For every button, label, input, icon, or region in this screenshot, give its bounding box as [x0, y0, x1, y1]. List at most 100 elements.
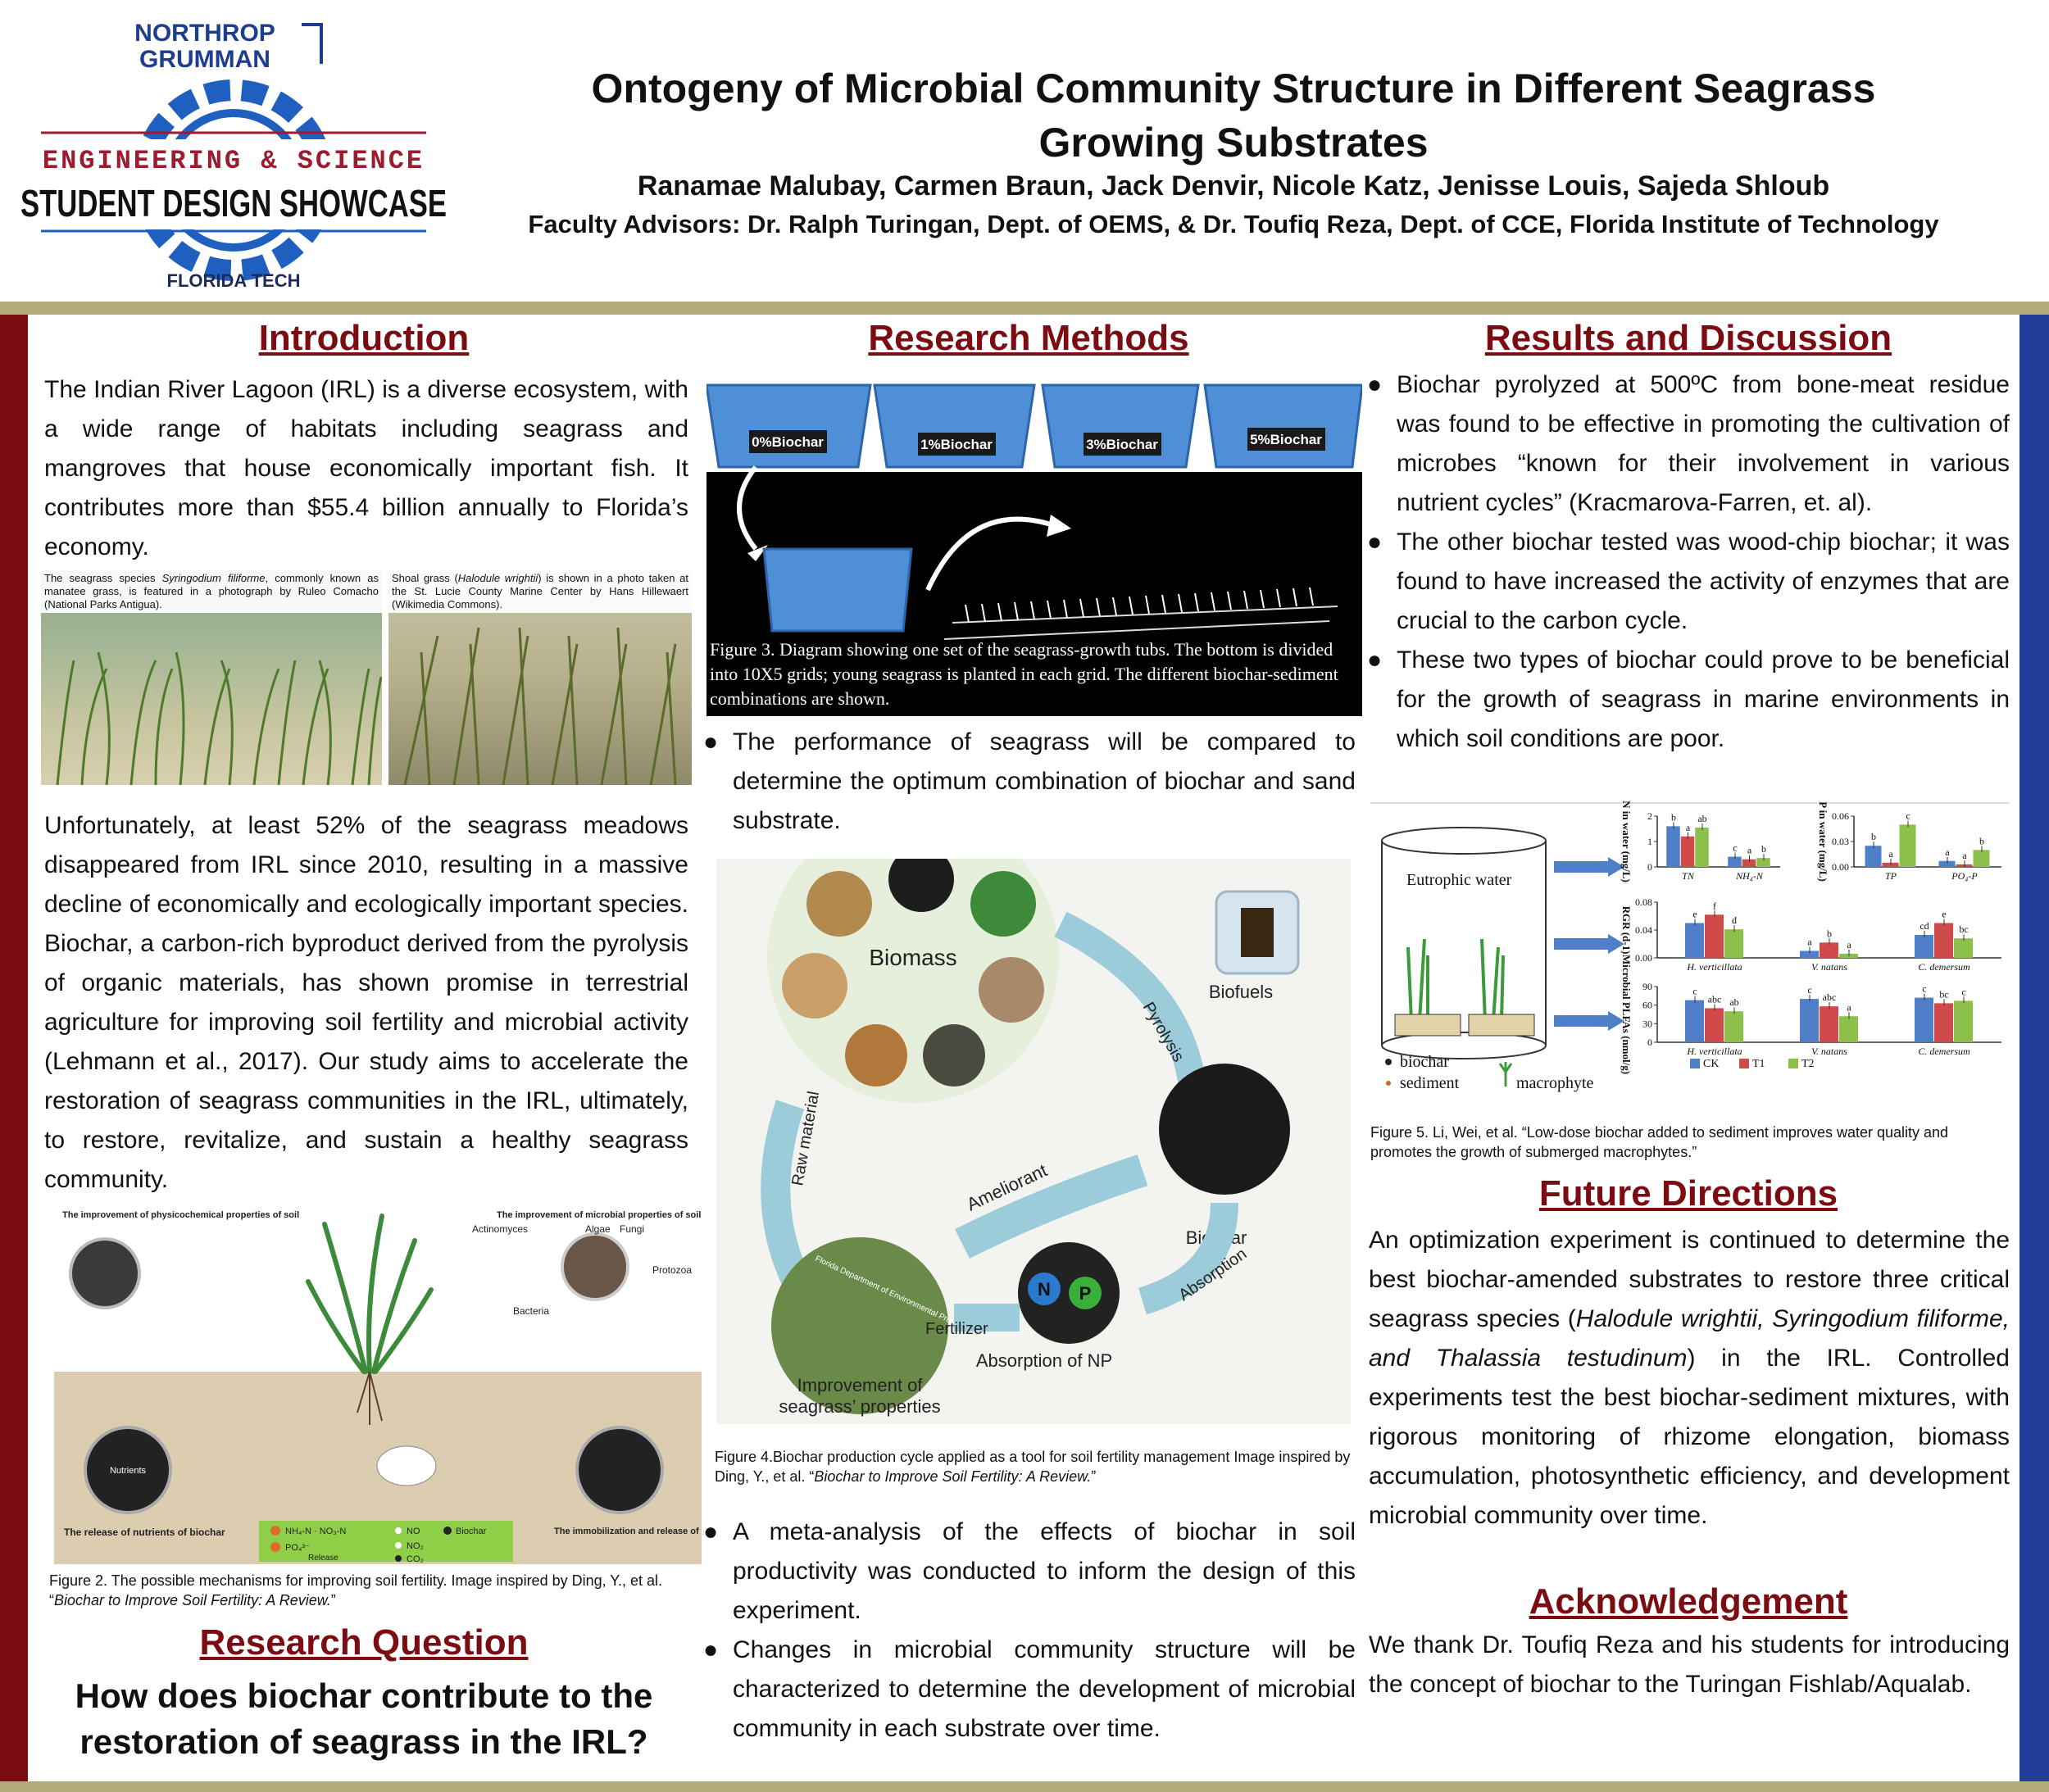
bar — [1724, 1011, 1743, 1042]
fig2-legend-box — [259, 1521, 513, 1562]
bar — [1742, 859, 1756, 867]
poster-authors: Ranamae Malubay, Carmen Braun, Jack Denv… — [637, 170, 1830, 202]
bar-letter-label: a — [1847, 939, 1851, 950]
bar-letter-label: b — [1871, 831, 1876, 842]
y-tick-label: 0.06 — [1832, 810, 1849, 822]
bar — [1800, 950, 1819, 958]
fig4-biomass: Biomass — [869, 945, 956, 970]
tub-label-5: 5%Biochar — [1250, 432, 1322, 447]
category-label: C. demersum — [1918, 1046, 1970, 1057]
logo-company-line1: NORTHROP — [134, 20, 275, 47]
bar-letter-label: a — [1945, 846, 1950, 858]
frame-band-left — [0, 315, 28, 1781]
bar-letter-label: b — [1671, 811, 1676, 823]
photo-shoal-grass: Shoal grass (Halodule wrightii) is shown… — [388, 570, 692, 785]
fig5-eutrophic: Eutrophic water — [1406, 871, 1512, 889]
y-tick-label: 2 — [1647, 810, 1652, 822]
tub-3-percent: 3%Biochar — [1041, 383, 1200, 469]
fig2-fungi: Fungi — [620, 1223, 644, 1235]
bar-letter-label: a — [1747, 845, 1752, 856]
future-paragraph: An optimization experiment is continued … — [1369, 1227, 2010, 1529]
figure-3-tub-diagram: 0%Biochar 1%Biochar 3%Biochar 5%Biochar — [706, 383, 1362, 716]
bar — [1705, 1008, 1724, 1042]
figure-5-results-charts: Eutrophic water biochar sediment macroph… — [1370, 801, 2010, 1092]
figure-2-soil-mechanisms: The improvement of physicochemical prope… — [54, 1208, 702, 1564]
soil-particles-circle — [69, 1237, 141, 1309]
acknowledgement-heading: Acknowledgement — [1529, 1581, 1848, 1622]
bar — [1666, 826, 1680, 867]
fig5-legend-biochar: biochar — [1400, 1053, 1449, 1071]
fig2-nutrients: Nutrients — [110, 1466, 147, 1476]
fig2-legend-co2: CO₂ — [407, 1554, 424, 1564]
bar — [1728, 856, 1742, 867]
figure-3-caption: Figure 3. Diagram showing one set of the… — [710, 639, 1338, 709]
bar — [1685, 923, 1704, 958]
research-question-text: How does biochar contribute to the resto… — [33, 1673, 695, 1765]
category-label: PO₄-P — [1951, 870, 1978, 882]
research-question-line2: restoration of seagrass in the IRL? — [80, 1722, 648, 1761]
intro-paragraph-1: The Indian River Lagoon (IRL) is a diver… — [44, 376, 688, 560]
poster-title-line2: Growing Substrates — [1038, 120, 1429, 166]
tub-5-percent: 5%Biochar — [1203, 383, 1362, 469]
logo-showcase-line2: STUDENT DESIGN SHOWCASE — [20, 182, 447, 225]
methods-bullets-top: ●The performance of seagrass will be com… — [703, 723, 1356, 841]
legend-label: T1 — [1752, 1058, 1765, 1070]
y-axis-label: Microbial PLFAs (nmol/g) — [1620, 955, 1633, 1074]
bar-letter-label: c — [1906, 810, 1910, 821]
bar-letter-label: f — [1713, 900, 1716, 911]
poster-title-line1: Ontogeny of Microbial Community Structur… — [591, 66, 1876, 111]
category-label: TP — [1885, 870, 1897, 882]
raw-material-arrow — [761, 1100, 812, 1292]
y-tick-label: 0.00 — [1832, 861, 1849, 873]
fig4-p: P — [1079, 1283, 1092, 1304]
y-tick-label: 0 — [1647, 1037, 1652, 1048]
results-heading: Results and Discussion — [1484, 318, 1892, 358]
bar-letter-label: c — [1807, 984, 1811, 996]
fig2-label-micro: The improvement of microbial properties … — [497, 1210, 701, 1220]
intro-heading: Introduction — [258, 318, 470, 358]
fig4-absorption-np: Absorption of NP — [976, 1350, 1112, 1371]
fig5-schematic: Eutrophic water biochar sediment macroph… — [1381, 827, 1624, 1092]
microbes-circle — [561, 1232, 629, 1301]
fig2-legend-release: Release — [308, 1554, 338, 1563]
fig2-seagrass-plant — [306, 1214, 434, 1374]
fig2-algae: Algae — [585, 1223, 611, 1235]
poster-title: Ontogeny of Microbial Community Structur… — [459, 61, 2008, 170]
fig2-legend-nh: NH₄-N · NO₃-N — [285, 1527, 346, 1536]
fig2-protozoa: Protozoa — [652, 1264, 692, 1276]
y-axis-label: P in water (mg/L) — [1817, 801, 1829, 882]
tub-label-3: 3%Biochar — [1086, 437, 1158, 452]
fig4-improvement-line1: Improvement of — [797, 1375, 924, 1395]
y-tick-label: 0.08 — [1635, 896, 1652, 908]
bar — [1680, 836, 1695, 867]
research-question-heading: Research Question — [199, 1622, 529, 1663]
poster-advisors: Faculty Advisors: Dr. Ralph Turingan, De… — [528, 210, 1939, 238]
seagrass-grid — [943, 606, 1338, 640]
fig4-improvement-line2: seagrass’ properties — [779, 1396, 940, 1417]
sediment-tray-left — [1394, 1014, 1461, 1037]
biochar-immob-circle — [575, 1426, 664, 1514]
category-label: V. natans — [1811, 961, 1847, 973]
research-question-line1: How does biochar contribute to the — [75, 1676, 653, 1715]
tub-label-0: 0%Biochar — [752, 434, 824, 450]
legend-label: CK — [1703, 1058, 1719, 1070]
bar-letter-label: c — [1692, 986, 1697, 997]
methods-bullet-1: ●The performance of seagrass will be com… — [703, 723, 1356, 841]
legend-swatch — [1788, 1059, 1798, 1068]
bar — [1685, 1000, 1704, 1042]
bar — [1800, 999, 1819, 1042]
logo-company-line2: GRUMMAN — [139, 46, 270, 73]
bar-letter-label: abc — [1708, 993, 1722, 1005]
bullet-dot: ● — [703, 1518, 719, 1545]
bar-letter-label: ab — [1697, 813, 1706, 824]
bar — [1820, 1006, 1838, 1042]
legend-label: T2 — [1801, 1058, 1815, 1070]
legend-swatch — [1739, 1059, 1749, 1068]
fig2-legend-no2: NO₂ — [407, 1541, 424, 1551]
bar — [1954, 1000, 1973, 1042]
bar — [1695, 827, 1709, 867]
bar-letter-label: b — [1827, 928, 1832, 939]
bar-letter-label: a — [1807, 937, 1812, 948]
methods-bullet-2: ●A meta-analysis of the effects of bioch… — [703, 1513, 1356, 1631]
bar-letter-label: c — [1961, 986, 1965, 997]
